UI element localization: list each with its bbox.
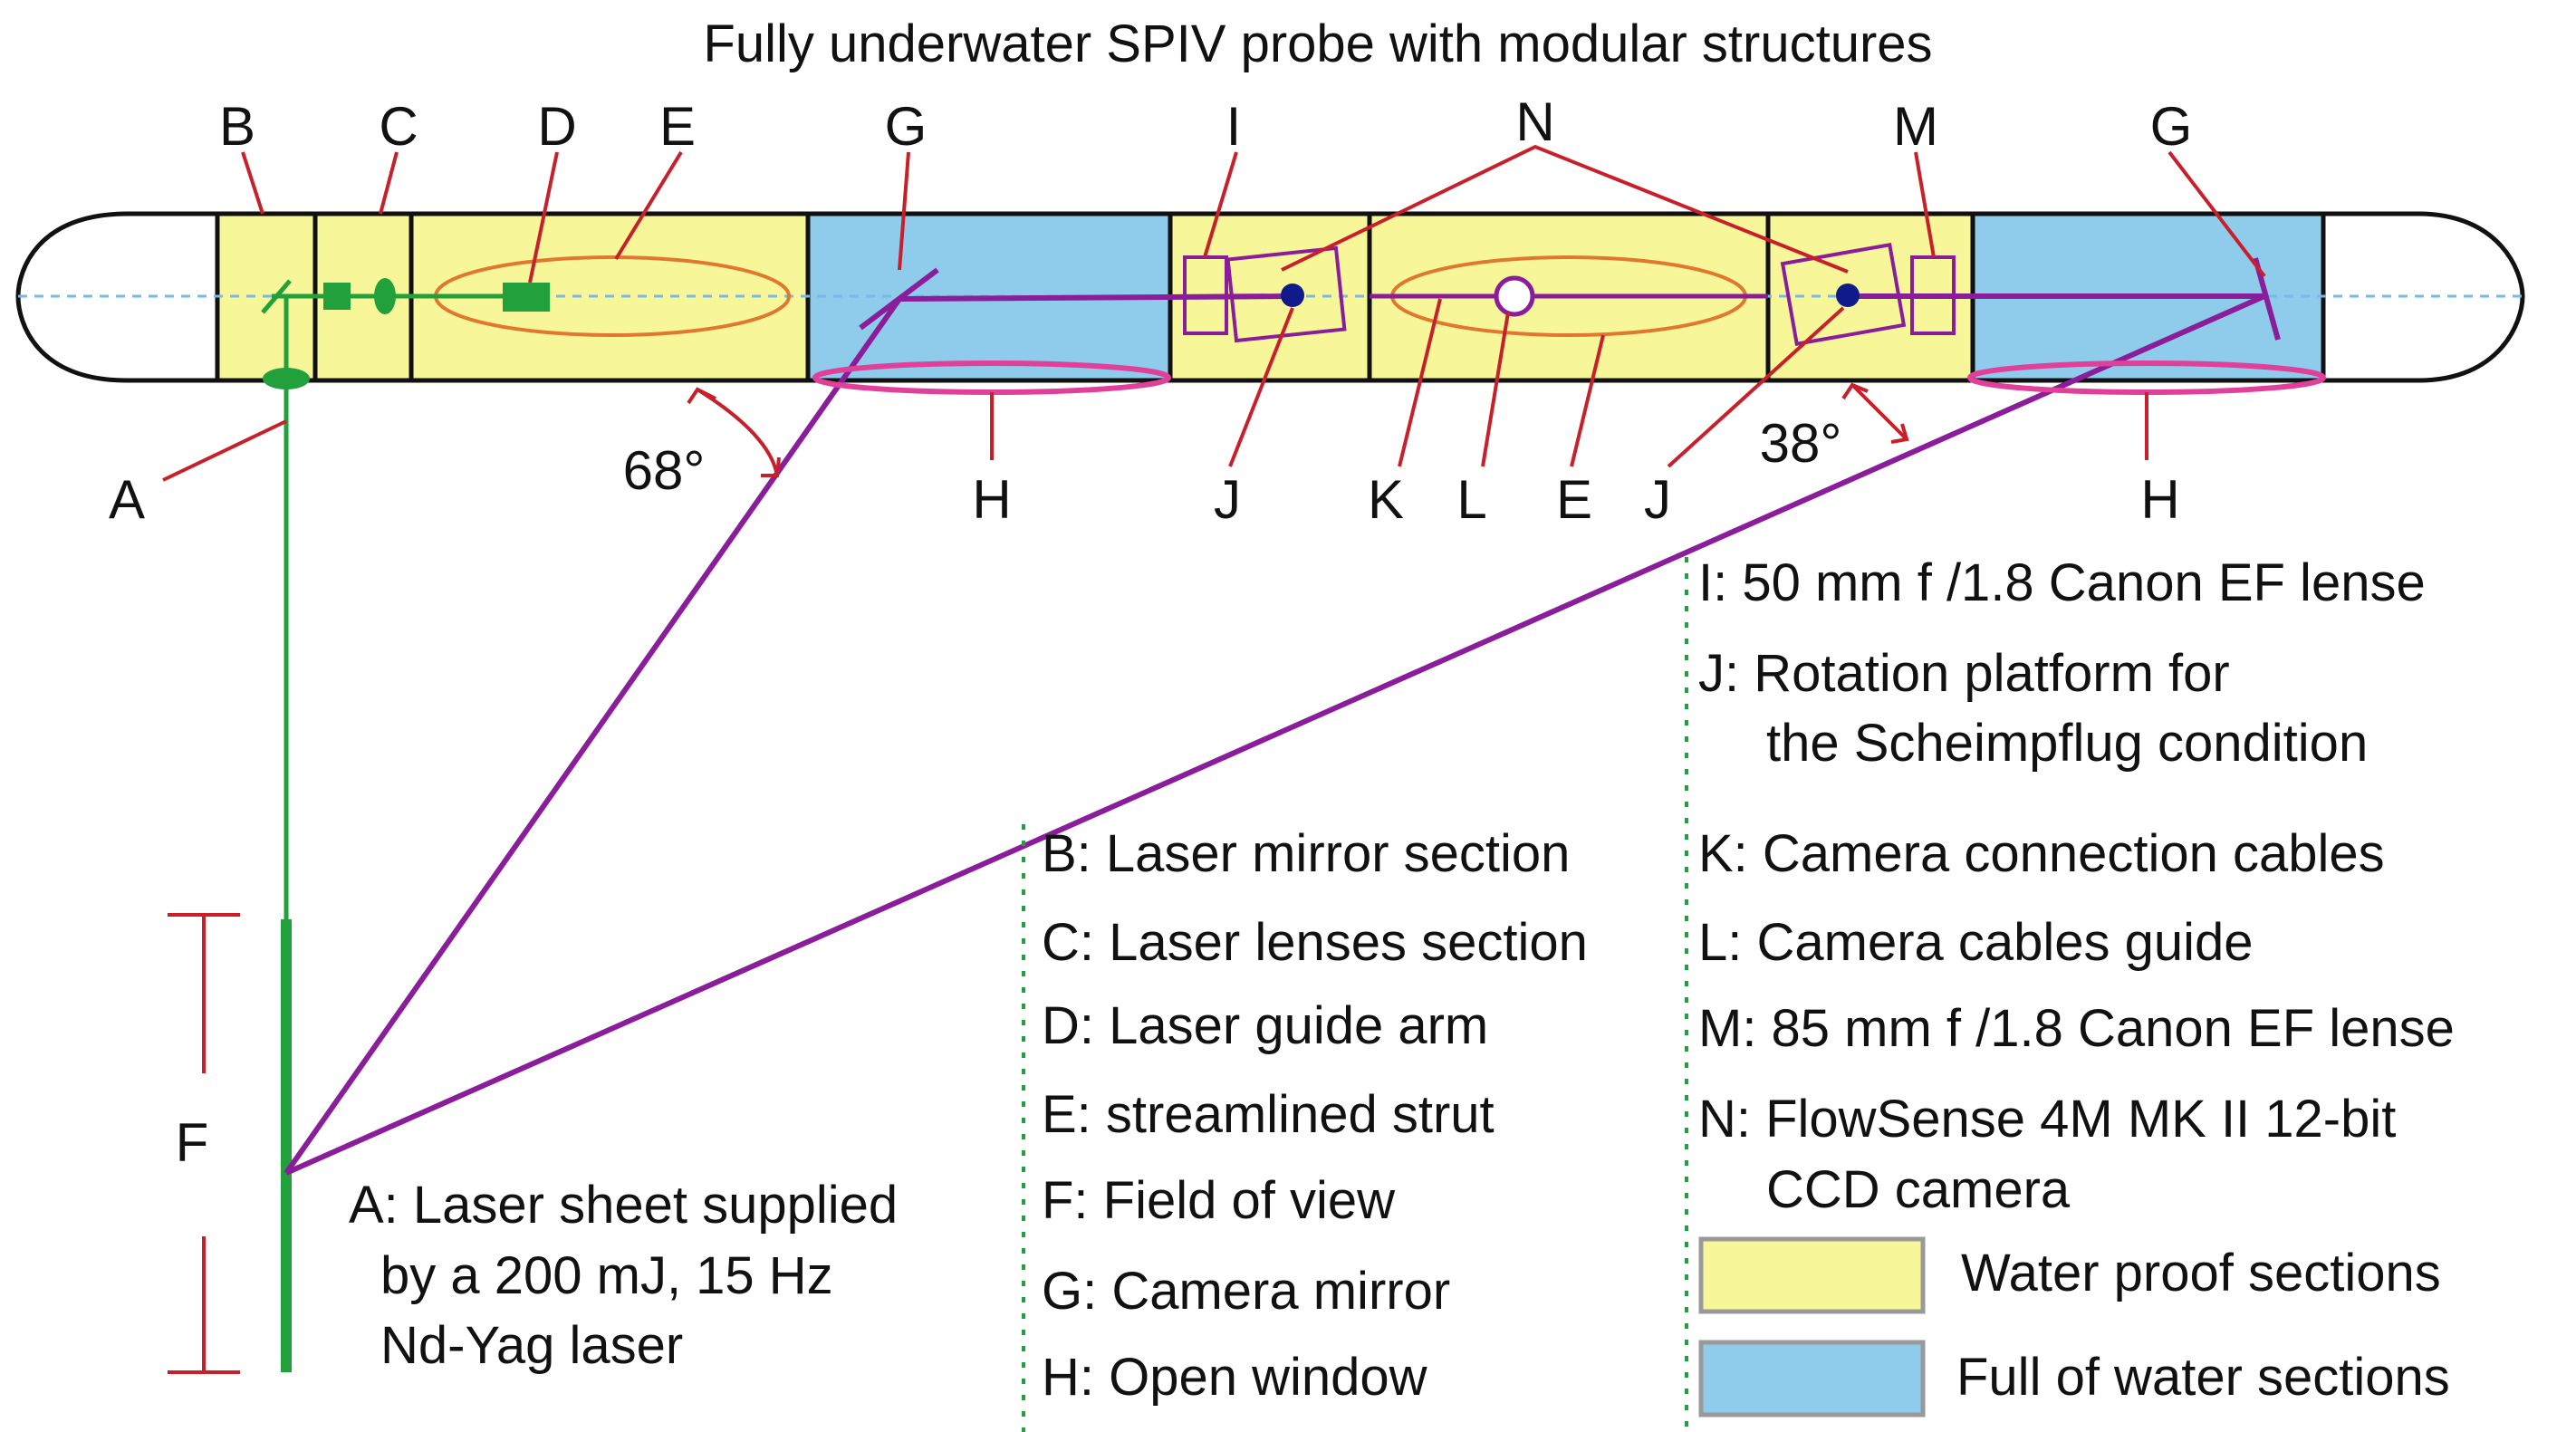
angle-arrow-2a — [1841, 382, 1869, 400]
camera-ray-2 — [284, 293, 2266, 1176]
label-D: D — [537, 96, 576, 157]
legend-D: D: Laser guide arm — [1042, 996, 1488, 1055]
label-G-1: G — [885, 96, 928, 157]
label-G-2: G — [2150, 96, 2193, 157]
camera-N-2 — [1780, 242, 1907, 347]
laser-lens-1 — [323, 283, 351, 310]
legend-J-line1: J: Rotation platform for — [1698, 644, 2230, 703]
legend-G: G: Camera mirror — [1042, 1262, 1450, 1321]
legend-J-line2: the Scheimpflug condition — [1766, 714, 2368, 773]
legend-A-line3: Nd-Yag laser — [380, 1316, 683, 1375]
label-J-1: J — [1214, 469, 1241, 530]
label-K: K — [1368, 469, 1404, 530]
rotation-platform-2 — [1836, 284, 1860, 307]
legend-K: K: Camera connection cables — [1698, 824, 2385, 883]
legend-H: H: Open window — [1042, 1348, 1428, 1407]
label-B: B — [219, 96, 255, 157]
label-C: C — [379, 96, 418, 157]
camera-N-1 — [1226, 245, 1347, 343]
label-E-bottom: E — [1556, 469, 1592, 530]
label-N: N — [1515, 91, 1554, 152]
label-F: F — [176, 1112, 209, 1173]
angle-68-label: 68° — [623, 440, 706, 501]
label-J-2: J — [1644, 469, 1671, 530]
legend-I: I: 50 mm f /1.8 Canon EF lense — [1698, 553, 2426, 612]
label-H-2: H — [2140, 469, 2179, 530]
leader-lines — [162, 144, 2266, 1374]
laser-lens-2 — [374, 278, 396, 314]
label-M: M — [1893, 96, 1938, 157]
label-L: L — [1456, 469, 1486, 530]
label-I: I — [1226, 96, 1242, 157]
angle-38-label: 38° — [1760, 413, 1842, 474]
laser-guide-arm — [503, 283, 550, 312]
swatch-waterproof-label: Water proof sections — [1961, 1244, 2441, 1302]
angle-arrow-1a — [687, 387, 716, 405]
angle-arc-2 — [1850, 383, 1908, 441]
legend-A-line2: by a 200 mJ, 15 Hz — [380, 1246, 833, 1305]
label-A: A — [109, 469, 145, 530]
legend-F: F: Field of view — [1042, 1171, 1396, 1230]
rotation-platform-1 — [1281, 284, 1304, 307]
swatch-water-label: Full of water sections — [1956, 1348, 2450, 1407]
angle-arrow-1b — [761, 457, 781, 477]
legend-N-line2: CCD camera — [1766, 1160, 2071, 1219]
legend-L: L: Camera cables guide — [1698, 913, 2254, 972]
legend-M: M: 85 mm f /1.8 Canon EF lense — [1698, 999, 2455, 1058]
legend-B: B: Laser mirror section — [1042, 824, 1570, 883]
legend-N-line1: N: FlowSense 4M MK II 12-bit — [1698, 1090, 2396, 1148]
label-E-top: E — [659, 96, 696, 157]
swatch-water — [1698, 1340, 1926, 1418]
legend-E: E: streamlined strut — [1042, 1085, 1495, 1144]
angle-arrow-2b — [1890, 423, 1909, 444]
legend-C: C: Laser lenses section — [1042, 913, 1588, 972]
laser-mirror — [261, 279, 292, 314]
swatch-waterproof — [1698, 1236, 1926, 1314]
camera-ray-1 — [284, 293, 1292, 1175]
angle-arc-1 — [696, 388, 779, 476]
diagram-title: Fully underwater SPIV probe with modular… — [703, 14, 1932, 73]
legend-A-line1: A: Laser sheet supplied — [349, 1176, 898, 1235]
cable-guide-L — [1494, 275, 1535, 317]
label-H-1: H — [972, 469, 1011, 530]
